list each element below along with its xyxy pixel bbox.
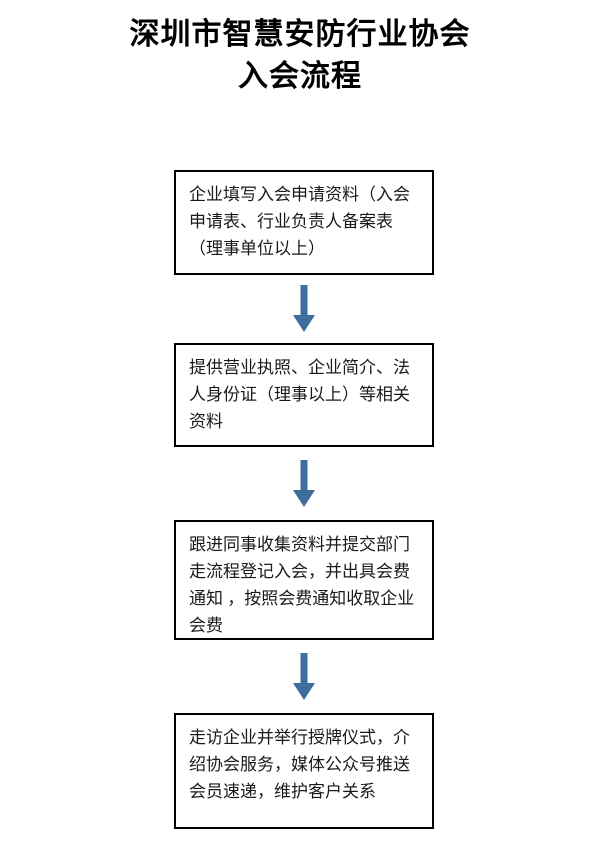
arrow-down-icon xyxy=(293,652,315,700)
flow-step-4-text: 走访企业并举行授牌仪式，介绍协会服务，媒体公众号推送会员速递，维护客户关系 xyxy=(189,728,410,801)
flow-step-3: 跟进同事收集资料并提交部门走流程登记入会，并出具会费通知 ，按照会费通知收取企业… xyxy=(174,520,434,640)
arrow-down-icon xyxy=(293,459,315,507)
flow-connector-2 xyxy=(174,447,434,520)
flow-step-4: 走访企业并举行授牌仪式，介绍协会服务，媒体公众号推送会员速递，维护客户关系 xyxy=(174,713,434,829)
page-title-line-1: 深圳市智慧安防行业协会 xyxy=(129,18,471,51)
arrow-down-icon xyxy=(293,285,315,332)
flow-step-2-text: 提供营业执照、企业简介、法人身份证（理事以上）等相关资料 xyxy=(189,358,410,431)
flow-step-3-text: 跟进同事收集资料并提交部门走流程登记入会，并出具会费通知 ，按照会费通知收取企业… xyxy=(189,535,415,635)
flow-step-1: 企业填写入会申请资料（入会申请表、行业负责人备案表（理事单位以上） xyxy=(174,170,434,275)
page-title-line-2: 入会流程 xyxy=(238,60,362,93)
page-title: 深圳市智慧安防行业协会 入会流程 xyxy=(0,14,600,98)
flow-connector-3 xyxy=(174,640,434,713)
flowchart: 企业填写入会申请资料（入会申请表、行业负责人备案表（理事单位以上） 提供营业执照… xyxy=(174,170,434,829)
flow-connector-1 xyxy=(174,275,434,343)
flow-step-2: 提供营业执照、企业简介、法人身份证（理事以上）等相关资料 xyxy=(174,343,434,447)
flow-step-1-text: 企业填写入会申请资料（入会申请表、行业负责人备案表（理事单位以上） xyxy=(189,185,410,258)
